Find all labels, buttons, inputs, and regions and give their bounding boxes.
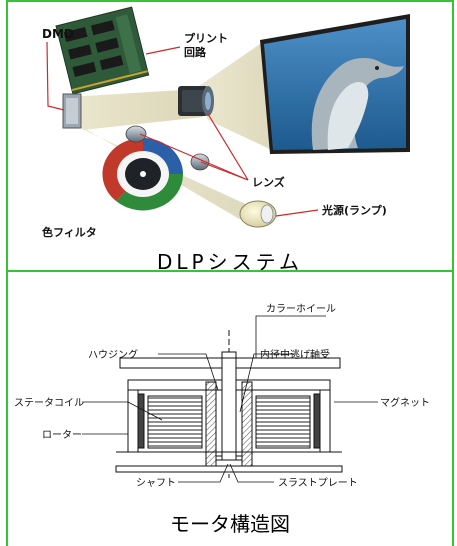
label-lens: レンズ <box>252 175 285 189</box>
label-light-source: 光源(ランプ) <box>321 203 387 217</box>
label-dmd: DMD <box>42 27 74 41</box>
dlp-illustration: DMD プリント 回路 レンズ 光源(ランプ) 色フィルタ <box>42 6 410 239</box>
label-print-circuit-1: プリント <box>184 31 228 45</box>
bearing-leader <box>239 353 294 413</box>
label-color-filter: 色フィルタ <box>42 225 97 239</box>
motor-diagram: カラーホイール ハウジング 内径中逃げ軸受 ステータコイル マグネット ローター… <box>14 303 430 489</box>
rotor-right <box>319 389 331 453</box>
shaft-leader <box>178 463 229 483</box>
color-filter-wheel <box>102 137 184 211</box>
bearing-left <box>215 389 223 457</box>
lens-leader-2 <box>200 161 249 181</box>
condenser-lens-1 <box>125 125 147 143</box>
stator-coil-left <box>147 395 203 449</box>
label-stator-coil: ステータコイル <box>14 397 84 409</box>
dmd-leader <box>46 41 65 111</box>
rotor-left <box>127 389 139 453</box>
projection-lens <box>178 86 214 116</box>
dmd-chip <box>62 93 82 129</box>
housing-leader <box>158 353 219 391</box>
label-shaft: シャフト <box>136 478 176 489</box>
label-color-wheel: カラーホイール <box>266 303 336 315</box>
stator-coil-right <box>255 395 311 449</box>
label-bearing: 内径中逃げ軸受 <box>260 348 330 361</box>
bearing-right <box>235 389 243 457</box>
thrust-plate <box>215 459 243 467</box>
motor-leaders <box>82 315 378 483</box>
label-magnet: マグネット <box>380 396 430 409</box>
magnet-left <box>137 393 145 449</box>
label-housing: ハウジング <box>88 348 138 361</box>
lens-leader-3 <box>207 113 249 181</box>
lens-leader-1 <box>139 133 249 181</box>
stator-leader <box>82 401 163 421</box>
lamp-leader <box>275 209 319 217</box>
motor-caption: モータ構造図 <box>170 512 290 536</box>
color-wheel-leader <box>255 315 326 358</box>
label-print-circuit-2: 回路 <box>184 45 207 59</box>
circuit-board <box>55 6 150 95</box>
shaft <box>221 351 237 461</box>
print-circuit-leader <box>145 46 181 55</box>
magnet-right <box>313 393 321 449</box>
motor-structure <box>115 330 343 478</box>
beam-dmd-to-lens <box>68 90 203 130</box>
motor-structure-panel: カラーホイール ハウジング 内径中逃げ軸受 ステータコイル マグネット ローター… <box>6 270 454 546</box>
lamp <box>239 200 277 228</box>
leader-lines <box>46 41 319 217</box>
thrust-leader <box>229 463 274 483</box>
housing-left <box>205 381 217 467</box>
projection-screen <box>260 14 410 154</box>
housing-right <box>241 381 253 467</box>
beam-lens-to-screen <box>193 42 276 152</box>
label-rotor: ローター <box>42 429 82 441</box>
dlp-system-panel: DMD プリント 回路 レンズ 光源(ランプ) 色フィルタ DLPシステム <box>6 0 454 274</box>
base-plate <box>115 465 343 473</box>
label-thrust-plate: スラストプレート <box>278 477 358 489</box>
